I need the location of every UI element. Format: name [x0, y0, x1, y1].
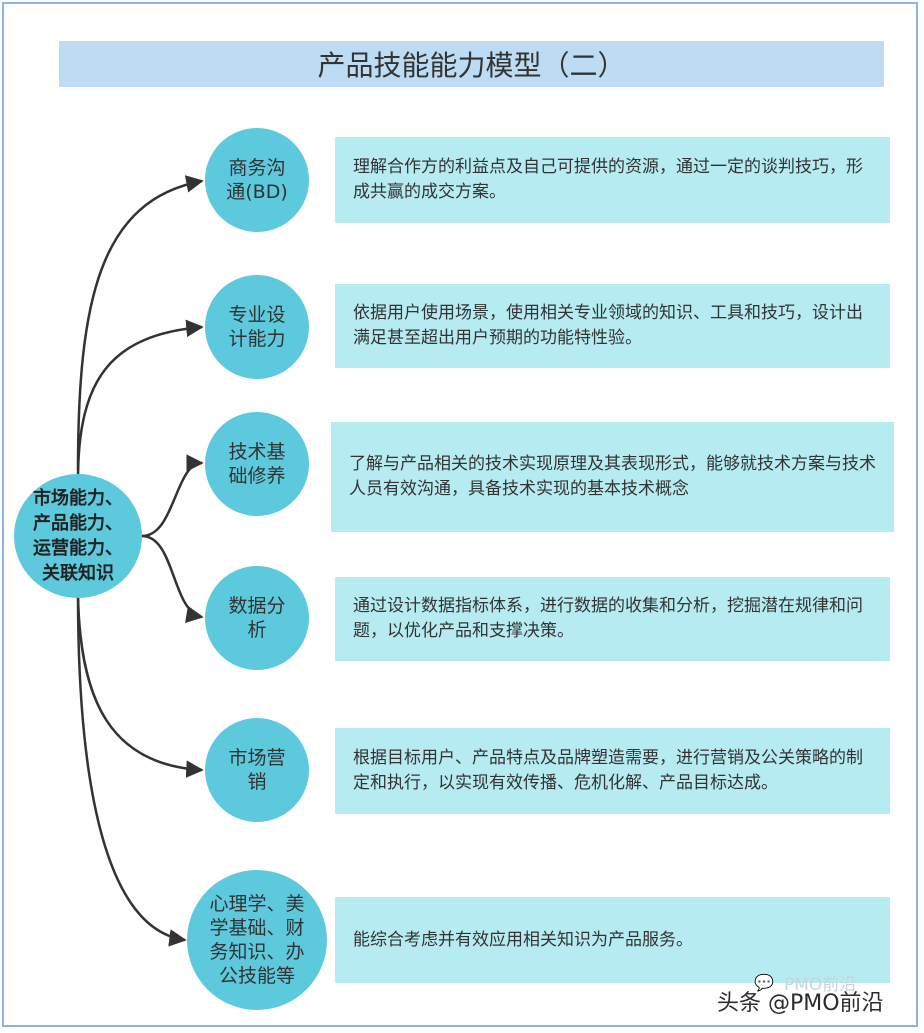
diagram-title: 产品技能能力模型（二）: [59, 41, 884, 87]
connector-6: [76, 594, 187, 947]
desc-text: 根据目标用户、产品特点及品牌塑造需要，进行营销及公关策略的制定和执行，以实现有效…: [353, 748, 863, 793]
node-data-analysis: 数据分 析: [205, 566, 309, 670]
desc-tech-foundation: 了解与产品相关的技术实现原理及其表现形式，能够就技术方案与技术人员有效沟通，具备…: [331, 422, 894, 532]
desc-marketing: 根据目标用户、产品特点及品牌塑造需要，进行营销及公关策略的制定和执行，以实现有效…: [335, 728, 890, 814]
watermark-faint: PMO前沿: [784, 975, 857, 995]
node-business-bd: 商务沟 通(BD): [205, 128, 309, 232]
connector-5: [76, 594, 204, 778]
desc-text: 通过设计数据指标体系，进行数据的收集和分析，挖掘潜在规律和问题，以优化产品和支撑…: [353, 596, 863, 641]
connector-2: [76, 319, 204, 481]
chat-bubble-icon: 💬: [754, 973, 774, 992]
node-related-knowledge: 心理学、美 学基础、财 务知识、办 公技能等: [187, 870, 327, 1010]
desc-text: 能综合考虑并有效应用相关知识为产品服务。: [353, 929, 693, 950]
connector-3: [141, 454, 204, 538]
central-node-label: 市场能力、 产品能力、 运营能力、 关联知识: [33, 488, 123, 584]
desc-professional-design: 依据用户使用场景，使用相关专业领域的知识、工具和技巧，设计出满足甚至超出用户预期…: [335, 284, 890, 368]
desc-text: 理解合作方的利益点及自己可提供的资源，通过一定的谈判技巧，形成共赢的成交方案。: [353, 157, 863, 202]
central-node: 市场能力、 产品能力、 运营能力、 关联知识: [14, 474, 142, 598]
watermark: 头条 @PMO前沿: [717, 991, 884, 1016]
node-label: 技术基 础修养: [228, 441, 286, 487]
desc-business-bd: 理解合作方的利益点及自己可提供的资源，通过一定的谈判技巧，形成共赢的成交方案。: [335, 137, 890, 223]
node-label: 心理学、美 学基础、财 务知识、办 公技能等: [209, 893, 305, 987]
node-label: 市场营 销: [228, 747, 286, 793]
desc-text: 依据用户使用场景，使用相关专业领域的知识、工具和技巧，设计出满足甚至超出用户预期…: [353, 303, 863, 348]
connector-4: [141, 534, 204, 623]
desc-related-knowledge: 能综合考虑并有效应用相关知识为产品服务。: [335, 897, 890, 983]
desc-data-analysis: 通过设计数据指标体系，进行数据的收集和分析，挖掘潜在规律和问题，以优化产品和支撑…: [335, 577, 890, 661]
node-label: 专业设 计能力: [228, 304, 286, 350]
node-label: 商务沟 通(BD): [226, 157, 288, 203]
node-tech-foundation: 技术基 础修养: [205, 412, 309, 516]
connector-1: [76, 175, 204, 471]
node-professional-design: 专业设 计能力: [205, 275, 309, 379]
node-label: 数据分 析: [228, 595, 286, 641]
desc-text: 了解与产品相关的技术实现原理及其表现形式，能够就技术方案与技术人员有效沟通，具备…: [349, 454, 876, 499]
node-marketing: 市场营 销: [205, 718, 309, 822]
